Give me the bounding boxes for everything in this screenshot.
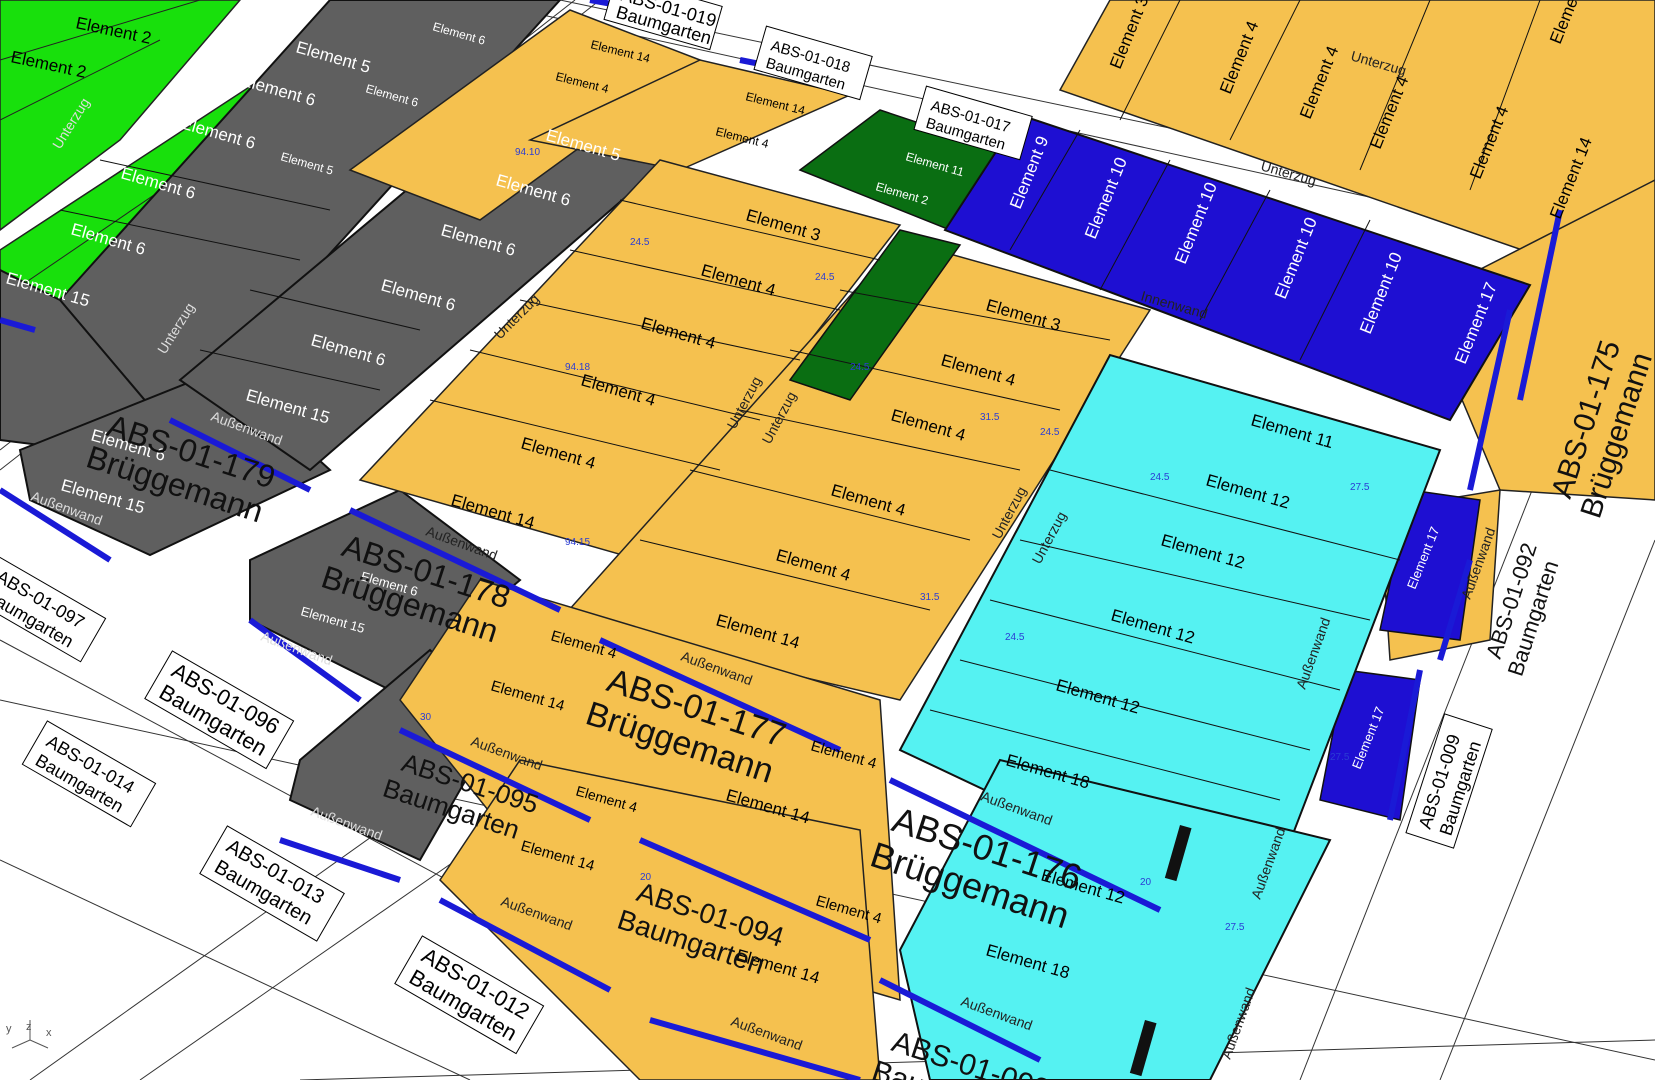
dimension: 31.5 <box>980 412 1000 423</box>
exterior-wall-bars <box>0 0 1563 1083</box>
gray-apartment-mid[interactable] <box>178 93 682 862</box>
element-dividers <box>59 0 1541 801</box>
door-markers <box>1129 825 1192 1077</box>
dimension: 94.10 <box>515 147 540 158</box>
dimension: 94.15 <box>565 537 590 548</box>
dimension: 20 <box>640 872 652 883</box>
axis-y-label: y <box>6 1023 12 1035</box>
dimension: 20 <box>1140 877 1152 888</box>
dimension: 24.5 <box>630 237 650 248</box>
dimension: 24.5 <box>1150 472 1170 483</box>
dimension: 30 <box>420 712 432 723</box>
dimension: 94.18 <box>565 362 590 373</box>
dimension: 24.5 <box>1005 632 1025 643</box>
dimension: 27.5 <box>1225 922 1245 933</box>
dimension: 27.5 <box>1350 482 1370 493</box>
dimension: 24.5 <box>1040 427 1060 438</box>
axis-x-label: x <box>46 1027 52 1039</box>
dimension: 27.5 <box>1330 752 1350 763</box>
cyan-apartment[interactable] <box>898 353 1442 1081</box>
dimension-labels: 24.5 24.5 24.5 24.5 24.5 24.5 27.5 27.5 … <box>420 147 1370 933</box>
dimension: 31.5 <box>920 592 940 603</box>
dimension: 24.5 <box>815 272 835 283</box>
axis-indicator: y z x <box>6 1020 52 1049</box>
dimension: 24.5 <box>850 362 870 373</box>
axis-z-label: z <box>26 1021 32 1033</box>
